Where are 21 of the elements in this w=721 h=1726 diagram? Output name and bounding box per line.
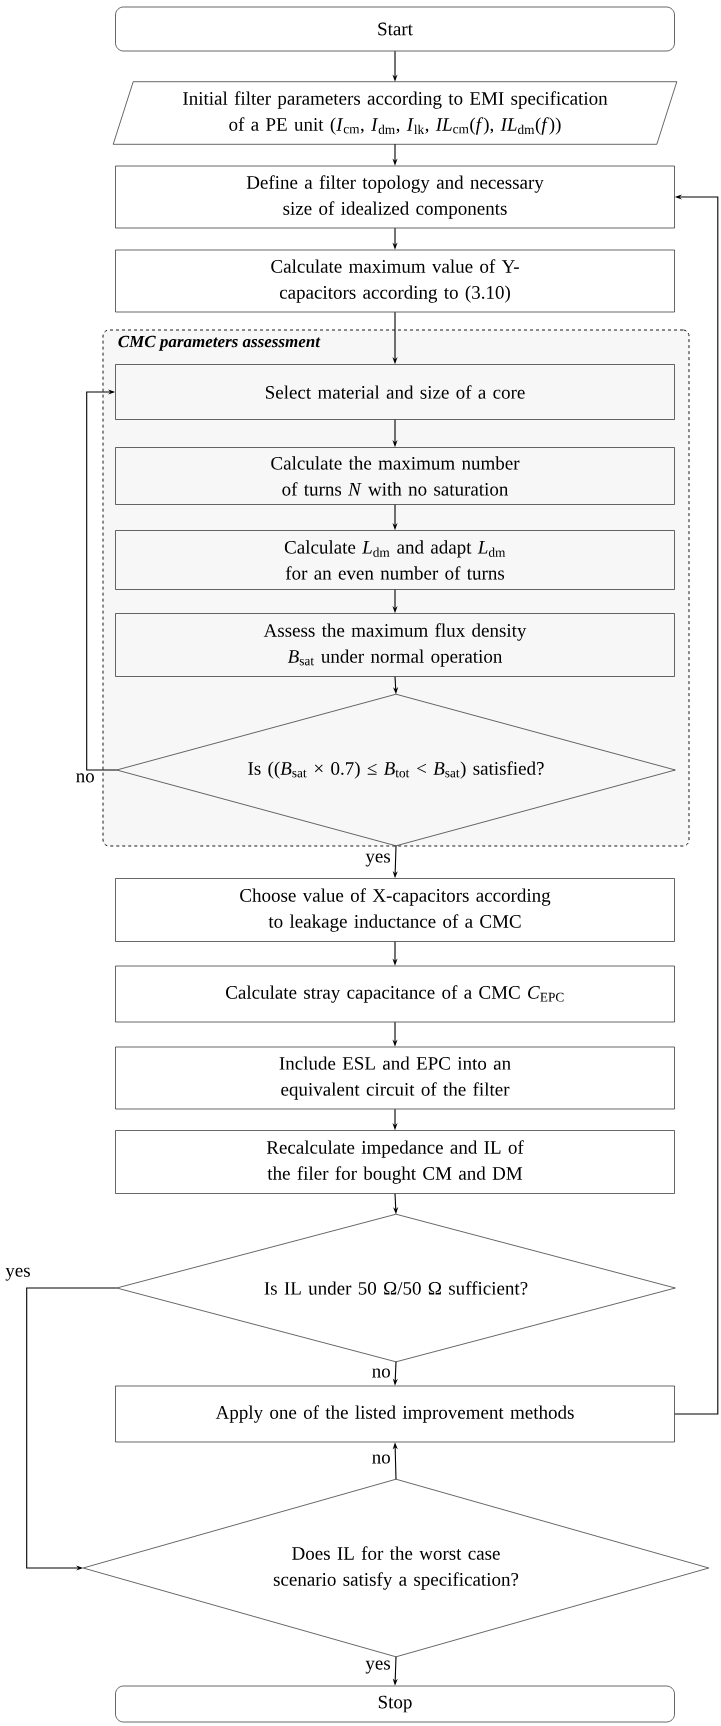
process-box: Choose value of X-capacitors according to leakage inductance of a CMC bbox=[115, 878, 675, 942]
edge-label: no bbox=[372, 1454, 390, 1464]
edge-label: yes bbox=[5, 1267, 30, 1281]
arrow bbox=[86, 389, 118, 771]
process-box: Select material and size of a core bbox=[115, 364, 675, 420]
process-box: Calculate stray capacitance of a CMC C$_{EPC}$ bbox=[115, 965, 675, 1023]
edge-label: yes bbox=[365, 853, 390, 867]
process-box: Assess the maximum flux density B$_{sat}$ under normal operation bbox=[115, 613, 675, 677]
edge-label: no bbox=[372, 1368, 390, 1378]
terminal-box: Start bbox=[115, 6, 675, 52]
process-box: Apply one of the listed improvement methods bbox=[115, 1385, 675, 1443]
terminal-box: Stop bbox=[115, 1685, 675, 1723]
input-parallelogram: Initial filter parameters according to EMI specification of a PE unit (I$_{cm}$, I$_{dm}$, I$_{lk}$, IL$_{cm}$(f), IL$_{dm}$(f)) bbox=[112, 81, 678, 145]
process-box: Calculate maximum value of Y-capacitors according to (3.10) bbox=[115, 249, 675, 313]
process-box: Define a filter topology and necessary size of idealized components bbox=[115, 165, 675, 229]
process-box: Include ESL and EPC into an equivalent circuit of the filter bbox=[115, 1046, 675, 1110]
process-box: Recalculate impedance and IL of the filer for bought CM and DM bbox=[115, 1130, 675, 1194]
process-box: Calculate the maximum number of turns N with no saturation bbox=[115, 447, 675, 505]
edge-label: no bbox=[76, 773, 94, 783]
process-box: Calculate L$_{dm}$ and adapt L$_{dm}$ for an even number of turns bbox=[115, 530, 675, 590]
edge-label: yes bbox=[365, 1660, 390, 1674]
